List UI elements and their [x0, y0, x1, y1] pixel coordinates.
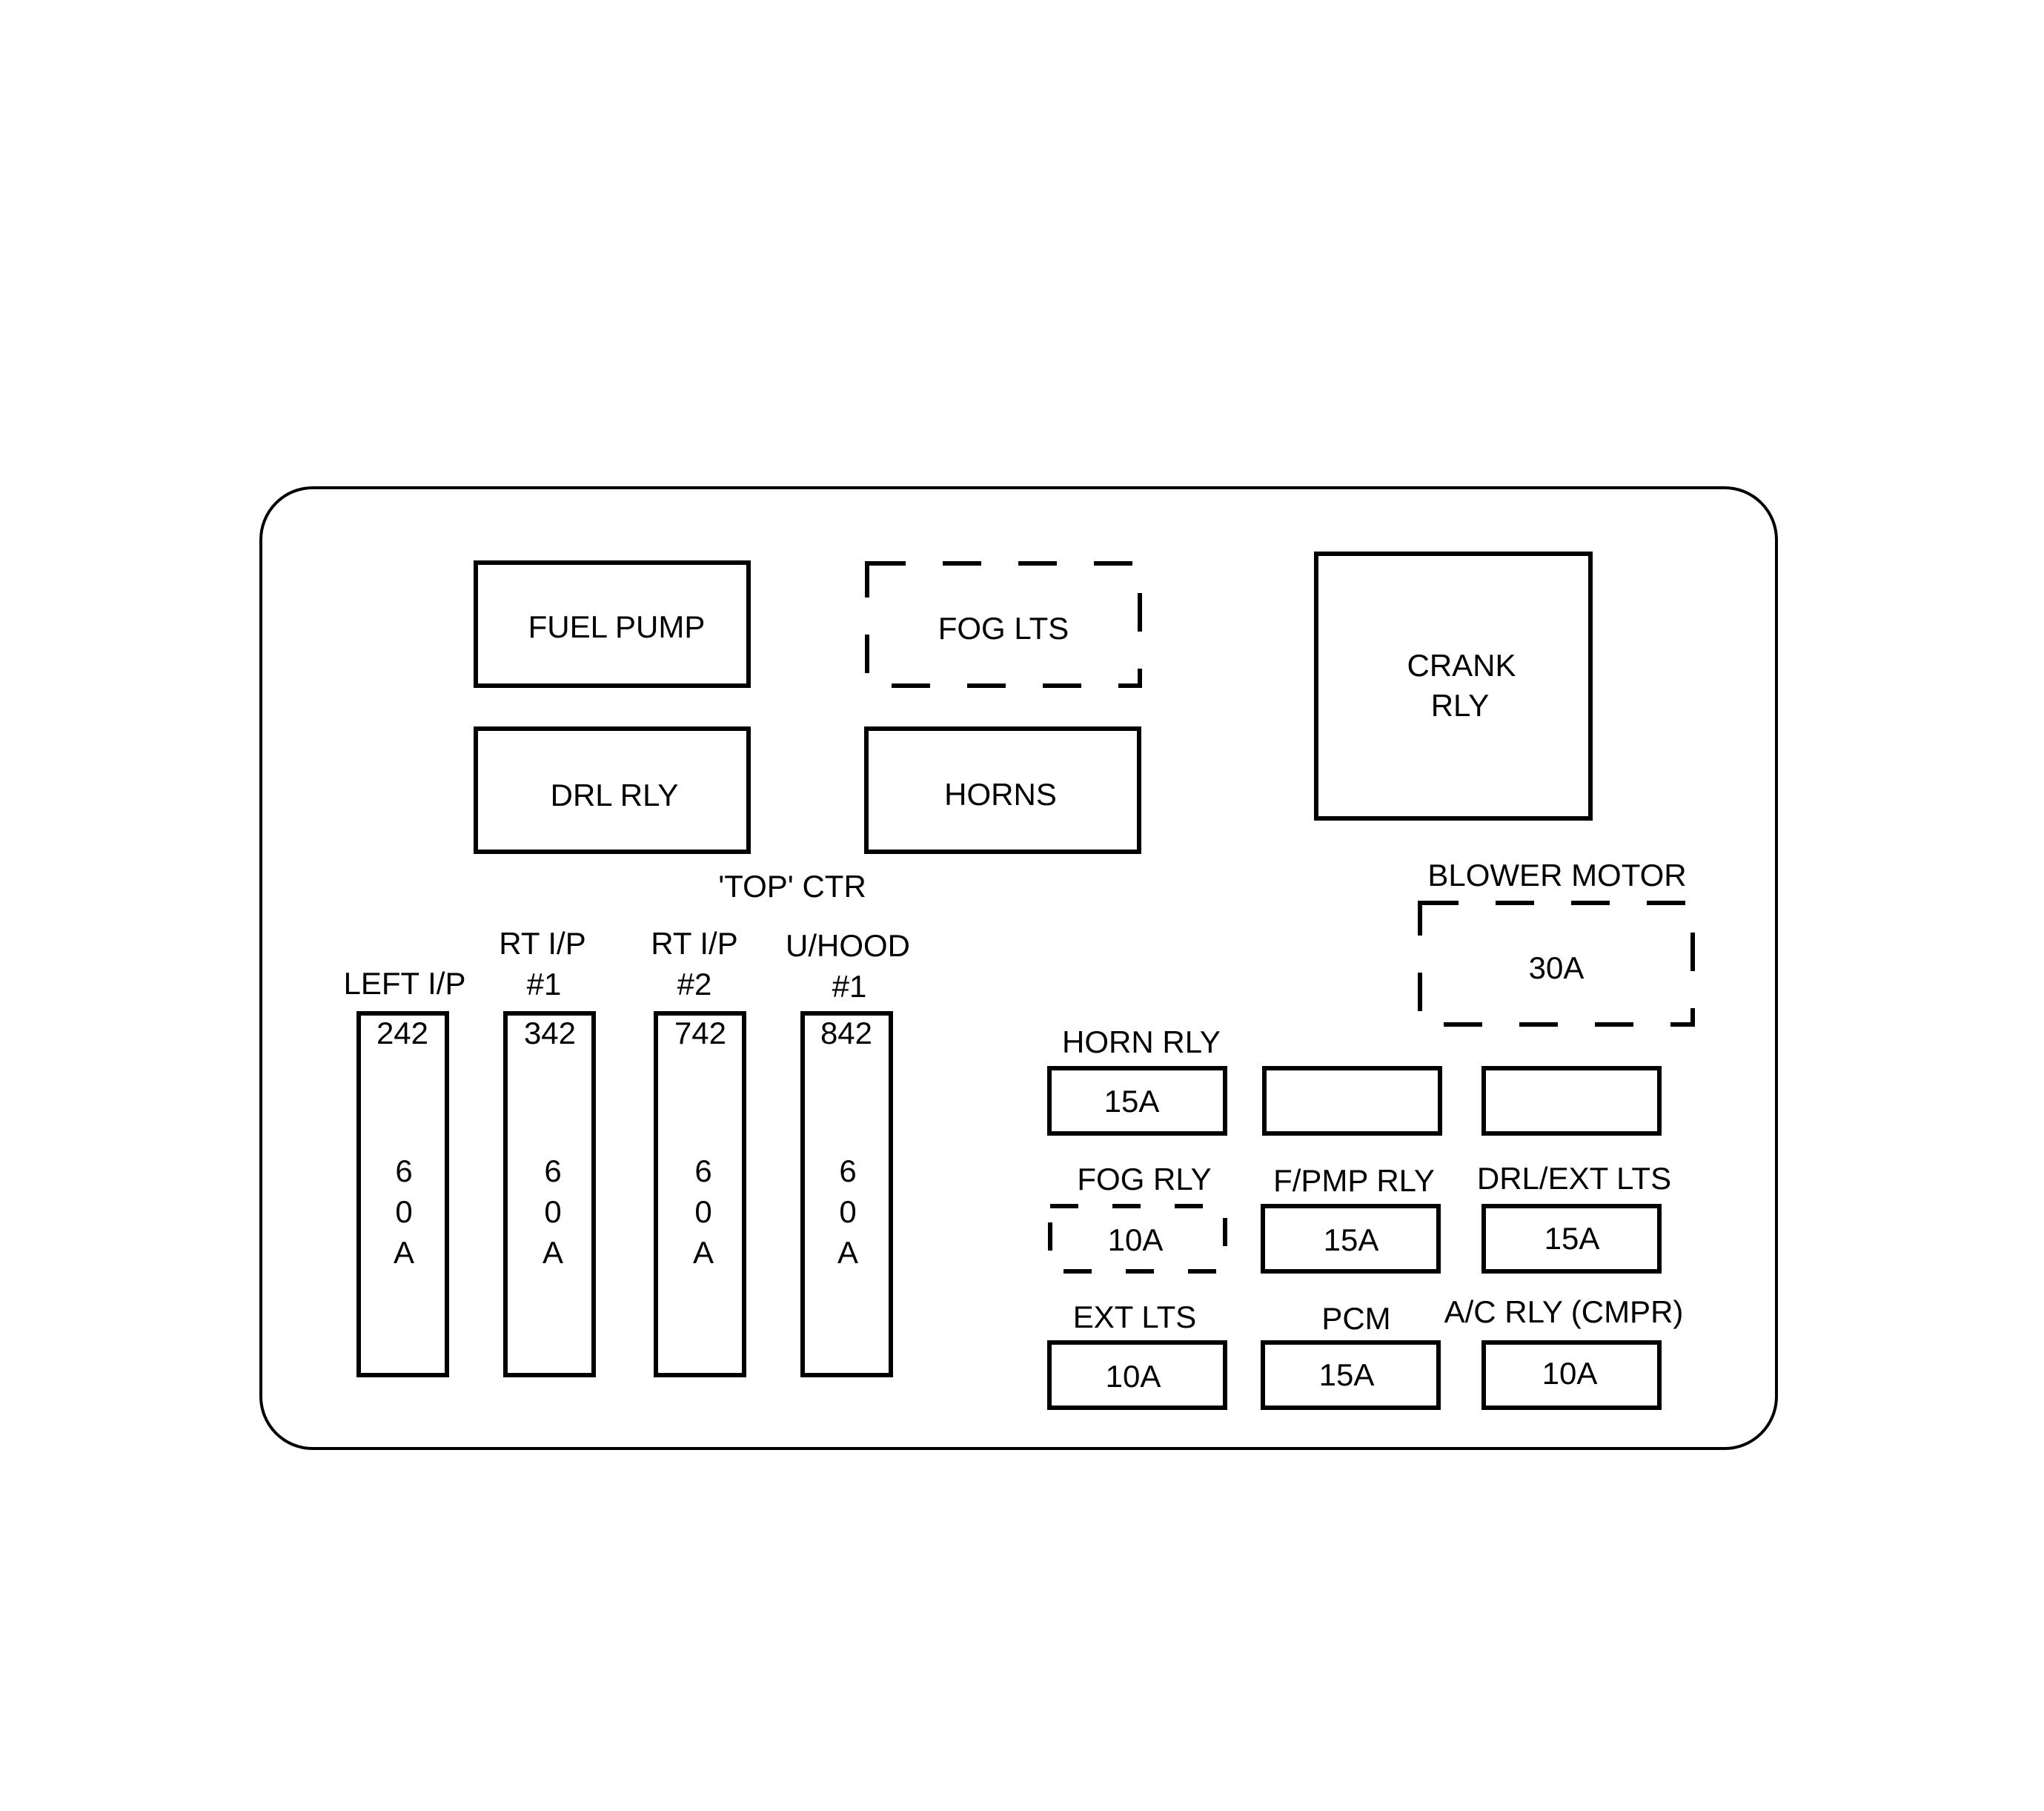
maxi-fuse-rating-digit: 6	[839, 1153, 856, 1188]
fuse-drl-ext-lts: DRL/EXT LTS 15A	[1477, 1161, 1671, 1274]
maxi-fuse-rating-digit: 0	[694, 1194, 711, 1229]
maxi-fuse-label: #1	[527, 967, 562, 1001]
fuse-ac-rly: A/C RLY (CMPR) 10A	[1444, 1294, 1684, 1410]
fuse-pcm-label: PCM	[1321, 1301, 1390, 1336]
maxi-fuse-label: RT I/P	[499, 926, 586, 961]
fuse-drl-ext-lts-value: 15A	[1544, 1221, 1600, 1256]
fuse-fpmp-rly-label: F/PMP RLY	[1273, 1163, 1435, 1198]
relay-fog-lts: FOG LTS	[865, 561, 1142, 688]
maxi-fuse-rating-digit: 6	[544, 1153, 561, 1188]
maxi-fuse-code: 742	[674, 1016, 726, 1050]
fuse-ac-rly-value: 10A	[1542, 1356, 1598, 1391]
maxi-fuse-code: 342	[524, 1016, 576, 1050]
top-ctr-label: 'TOP' CTR	[718, 869, 866, 904]
maxi-fuse-label: #1	[832, 969, 867, 1004]
fuse-horn-rly-value: 15A	[1104, 1084, 1160, 1119]
fuse-box-outline	[259, 486, 1778, 1450]
relay-crank: CRANK RLY	[1314, 552, 1593, 821]
maxi-fuse-left-ip: LEFT I/P 242 6 0 A	[344, 966, 466, 1377]
maxi-fuse-label: LEFT I/P	[344, 966, 466, 1001]
fuse-horn-rly-label: HORN RLY	[1062, 1024, 1221, 1059]
relay-fog-lts-label: FOG LTS	[938, 611, 1069, 646]
fuse-horn-rly: HORN RLY 15A	[1047, 1024, 1227, 1136]
fuse-ext-lts-value: 10A	[1106, 1359, 1161, 1394]
maxi-fuse-rating-unit: A	[693, 1235, 714, 1270]
relay-horns-label: HORNS	[944, 777, 1057, 812]
maxi-fuse-rating-digit: 6	[694, 1153, 711, 1188]
maxi-fuse-label: RT I/P	[651, 926, 738, 961]
fuse-pcm: PCM 15A	[1261, 1301, 1441, 1410]
fuse-blower-motor-value: 30A	[1529, 950, 1585, 985]
maxi-fuse-rating-digit: 6	[395, 1153, 412, 1188]
fuse-slot-empty	[1262, 1066, 1442, 1136]
maxi-fuse-rating-digit: 0	[839, 1194, 856, 1229]
maxi-fuse-code: 842	[820, 1016, 872, 1050]
maxi-fuse-rating-unit: A	[837, 1235, 858, 1270]
fuse-fpmp-rly-value: 15A	[1324, 1222, 1379, 1257]
fuse-ext-lts-label: EXT LTS	[1073, 1300, 1197, 1334]
maxi-fuse-rating-digit: 0	[544, 1194, 561, 1229]
relay-crank-label-line2: RLY	[1431, 688, 1490, 723]
fuse-blower-motor-label: BLOWER MOTOR	[1427, 858, 1686, 893]
fuse-fog-rly-value: 10A	[1108, 1222, 1164, 1257]
relay-fuel-pump: FUEL PUMP	[474, 560, 751, 688]
fuse-fog-rly: FOG RLY 10A	[1048, 1162, 1227, 1274]
relay-crank-label-line1: CRANK	[1407, 648, 1516, 683]
fuse-pcm-value: 15A	[1319, 1357, 1375, 1392]
maxi-fuse-code: 242	[376, 1016, 428, 1050]
maxi-fuse-rating-unit: A	[394, 1235, 414, 1270]
fuse-fpmp-rly: F/PMP RLY 15A	[1261, 1163, 1441, 1274]
maxi-fuse-rt-ip-1: RT I/P #1 342 6 0 A	[499, 926, 596, 1377]
maxi-fuse-rt-ip-2: RT I/P #2 742 6 0 A	[651, 926, 746, 1377]
fuse-blower-motor: BLOWER MOTOR 30A	[1418, 858, 1695, 1027]
relay-drl: DRL RLY	[474, 726, 751, 854]
maxi-fuse-u-hood-1: U/HOOD #1 842 6 0 A	[786, 928, 910, 1377]
fuse-slot-empty	[1481, 1066, 1662, 1136]
fuse-drl-ext-lts-label: DRL/EXT LTS	[1477, 1161, 1671, 1196]
relay-drl-label: DRL RLY	[551, 778, 679, 812]
fuse-ext-lts: EXT LTS 10A	[1047, 1300, 1227, 1410]
fuse-ac-rly-label: A/C RLY (CMPR)	[1444, 1294, 1684, 1329]
maxi-fuse-label: #2	[677, 967, 712, 1001]
fuse-fog-rly-label: FOG RLY	[1077, 1162, 1211, 1196]
maxi-fuse-rating-unit: A	[542, 1235, 563, 1270]
maxi-fuse-label: U/HOOD	[786, 928, 910, 963]
maxi-fuse-rating-digit: 0	[395, 1194, 412, 1229]
relay-fuel-pump-label: FUEL PUMP	[528, 609, 706, 644]
relay-horns: HORNS	[864, 726, 1141, 854]
